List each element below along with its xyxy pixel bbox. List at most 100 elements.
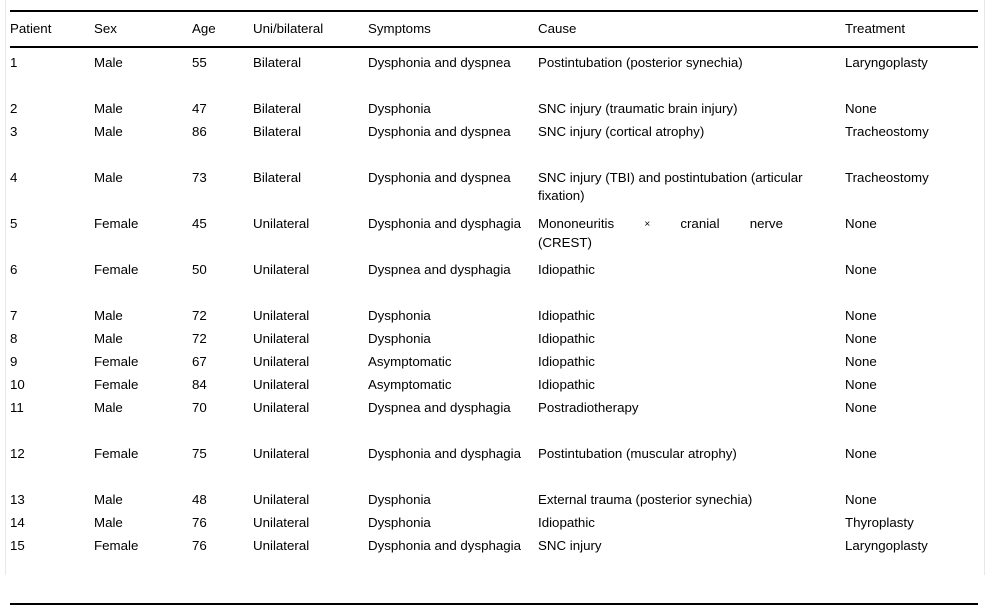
column-header-sex: Sex: [94, 11, 192, 48]
patient-cause: Idiopathic: [538, 354, 595, 369]
cell-cause: Postintubation (muscular atrophy): [538, 445, 845, 491]
cell-age: 50: [192, 261, 253, 307]
patient-cause: Idiopathic: [538, 377, 595, 392]
cell-cause: Idiopathic: [538, 514, 845, 537]
patient-cause: SNC injury (cortical atrophy): [538, 124, 705, 139]
patient-age: 55: [192, 55, 207, 70]
patient-laterality: Unilateral: [253, 331, 310, 346]
cell-symptoms: Dysphonia and dysphagia: [368, 445, 538, 491]
cell-treatment: None: [845, 215, 978, 261]
cell-symptoms: Dysphonia and dyspnea: [368, 123, 538, 169]
cell-treatment: None: [845, 307, 978, 330]
patient-sex: Male: [94, 492, 123, 507]
patient-age: 72: [192, 308, 207, 323]
cell-patient: 9: [10, 353, 94, 376]
cell-laterality: Unilateral: [253, 353, 368, 376]
patient-age: 47: [192, 101, 207, 116]
table-row: 1 Male 55 Bilateral Dysphonia and dyspne…: [10, 47, 978, 100]
cell-age: 73: [192, 169, 253, 215]
table-footer-rule: [10, 583, 978, 605]
cell-cause: SNC injury: [538, 537, 845, 583]
patient-treatment: None: [845, 446, 877, 461]
cell-cause: Idiopathic: [538, 353, 845, 376]
cell-sex: Female: [94, 353, 192, 376]
cell-sex: Female: [94, 376, 192, 399]
patient-sex: Male: [94, 101, 123, 116]
patient-treatment: Laryngoplasty: [845, 55, 928, 70]
multiplication-sign-icon: ×: [644, 219, 651, 230]
patient-sex: Male: [94, 400, 123, 415]
patient-sex: Male: [94, 515, 123, 530]
patient-cause: Postradiotherapy: [538, 400, 639, 415]
cell-patient: 1: [10, 47, 94, 100]
cause-term: Mononeuritis: [538, 216, 615, 231]
cell-laterality: Unilateral: [253, 399, 368, 445]
table-row: 12 Female 75 Unilateral Dysphonia and dy…: [10, 445, 978, 491]
cell-patient: 15: [10, 537, 94, 583]
patient-sex: Female: [94, 446, 139, 461]
cell-treatment: Laryngoplasty: [845, 537, 978, 583]
patient-treatment: None: [845, 492, 877, 507]
patient-sex: Male: [94, 170, 123, 185]
patient-treatment: None: [845, 400, 877, 415]
cell-symptoms: Dysphonia and dysphagia: [368, 537, 538, 583]
patient-cause: SNC injury: [538, 538, 602, 553]
cell-age: 48: [192, 491, 253, 514]
patient-laterality: Unilateral: [253, 216, 310, 231]
cell-sex: Female: [94, 215, 192, 261]
patient-id: 3: [10, 124, 18, 139]
table-row: 11 Male 70 Unilateral Dyspnea and dyspha…: [10, 399, 978, 445]
patient-age: 48: [192, 492, 207, 507]
patient-treatment: None: [845, 331, 877, 346]
cell-sex: Male: [94, 169, 192, 215]
patient-age: 76: [192, 538, 207, 553]
cell-age: 76: [192, 537, 253, 583]
patient-sex: Female: [94, 354, 139, 369]
patient-age: 45: [192, 216, 207, 231]
patient-laterality: Bilateral: [253, 170, 302, 185]
patient-data-table: Patient Sex Age Uni/bilateral Symptoms C…: [10, 10, 978, 605]
patient-symptoms: Dysphonia and dysphagia: [368, 538, 522, 553]
footer-row: [10, 583, 978, 605]
patient-sex: Female: [94, 538, 139, 553]
patient-laterality: Unilateral: [253, 377, 310, 392]
cell-treatment: Thyroplasty: [845, 514, 978, 537]
patient-laterality: Bilateral: [253, 124, 302, 139]
cell-sex: Male: [94, 123, 192, 169]
patient-sex: Female: [94, 216, 139, 231]
patient-symptoms: Dysphonia and dyspnea: [368, 124, 511, 139]
header-row: Patient Sex Age Uni/bilateral Symptoms C…: [10, 11, 978, 48]
patient-laterality: Unilateral: [253, 492, 310, 507]
cell-treatment: None: [845, 353, 978, 376]
table-row: 5 Female 45 Unilateral Dysphonia and dys…: [10, 215, 978, 261]
cell-symptoms: Dysphonia: [368, 100, 538, 123]
cell-treatment: None: [845, 261, 978, 307]
cell-laterality: Bilateral: [253, 100, 368, 123]
patient-id: 2: [10, 101, 18, 116]
cell-patient: 8: [10, 330, 94, 353]
patient-id: 1: [10, 55, 18, 70]
table-row: 7 Male 72 Unilateral Dysphonia Idiopathi…: [10, 307, 978, 330]
cell-cause: Idiopathic: [538, 376, 845, 399]
table-row: 8 Male 72 Unilateral Dysphonia Idiopathi…: [10, 330, 978, 353]
cell-symptoms: Dysphonia: [368, 514, 538, 537]
cell-treatment: None: [845, 491, 978, 514]
patient-age: 50: [192, 262, 207, 277]
cell-treatment: None: [845, 399, 978, 445]
column-header-symptoms: Symptoms: [368, 11, 538, 48]
patient-symptoms: Dysphonia and dyspnea: [368, 55, 511, 70]
cell-treatment: None: [845, 100, 978, 123]
patient-symptoms: Dysphonia: [368, 101, 431, 116]
cell-age: 72: [192, 330, 253, 353]
table-row: 9 Female 67 Unilateral Asymptomatic Idio…: [10, 353, 978, 376]
patient-laterality: Bilateral: [253, 55, 302, 70]
cell-age: 72: [192, 307, 253, 330]
table-body: 1 Male 55 Bilateral Dysphonia and dyspne…: [10, 47, 978, 583]
patient-symptoms: Dysphonia and dyspnea: [368, 170, 511, 185]
cell-age: 84: [192, 376, 253, 399]
cell-laterality: Unilateral: [253, 514, 368, 537]
patient-treatment: None: [845, 216, 877, 231]
cell-patient: 2: [10, 100, 94, 123]
cell-symptoms: Asymptomatic: [368, 376, 538, 399]
cell-cause: Mononeuritis × cranial nerve (CREST): [538, 215, 845, 261]
